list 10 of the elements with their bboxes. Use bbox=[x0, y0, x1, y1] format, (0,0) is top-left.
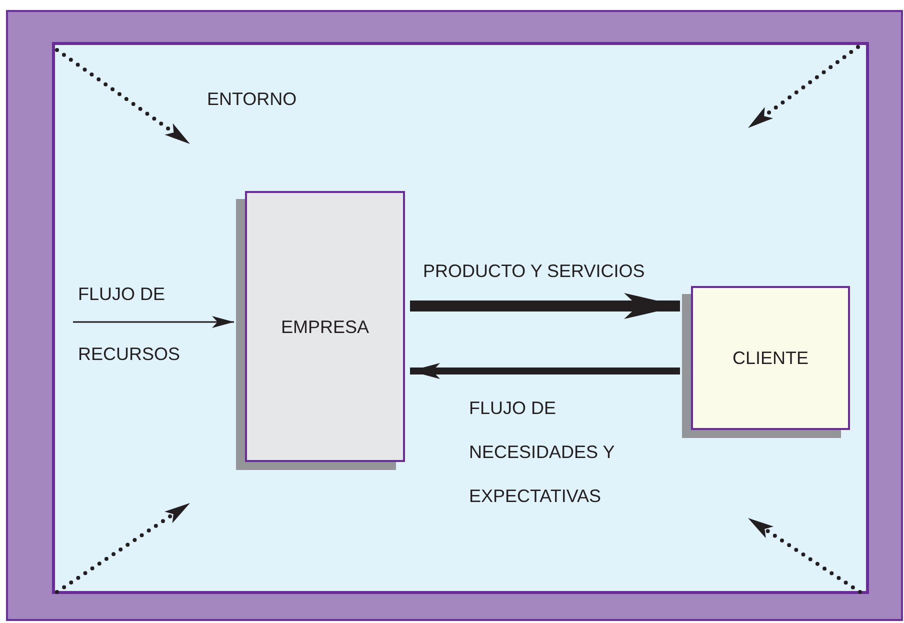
arrow bbox=[73, 316, 234, 328]
arrow bbox=[410, 363, 680, 379]
node-label: CLIENTE bbox=[731, 348, 810, 368]
edge-label: FLUJO DE NECESIDADES Y EXPECTATIVAS bbox=[469, 397, 616, 508]
arrow bbox=[410, 293, 680, 319]
edge-label: PRODUCTO Y SERVICIOS bbox=[423, 261, 646, 281]
edge-label: FLUJO DE RECURSOS bbox=[78, 283, 178, 366]
environment-label: ENTORNO bbox=[207, 89, 297, 109]
environment-panel bbox=[52, 42, 869, 594]
node-label: EMPRESA bbox=[280, 316, 370, 336]
